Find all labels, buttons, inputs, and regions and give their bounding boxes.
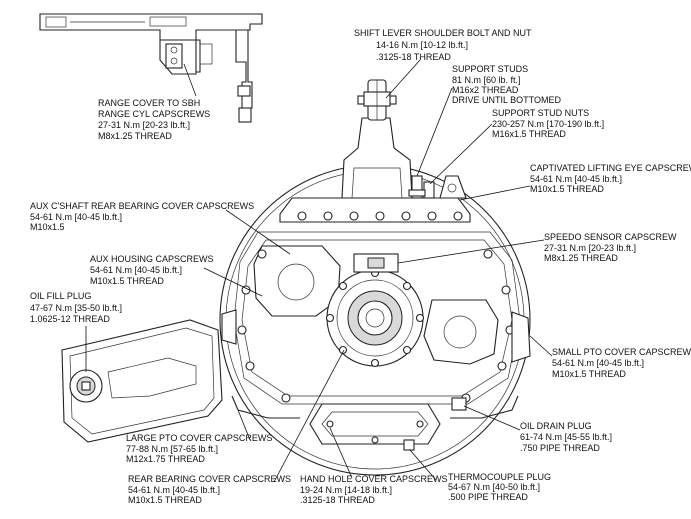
callout-line: 81 N.m [60 lb. ft.] bbox=[452, 75, 521, 85]
callout-speedo-sensor: SPEEDO SENSOR CAPSCREW 27-31 N.m [20-23 … bbox=[544, 232, 677, 263]
callout-line: 47-67 N.m [35-50 lb.ft.] bbox=[30, 303, 122, 313]
transmission-housing bbox=[219, 79, 531, 476]
callout-line: M10x1.5 THREAD bbox=[552, 369, 626, 379]
callout-line: 54-61 N.m [40-45 lb.ft.] bbox=[90, 265, 182, 275]
callout-line: RANGE CYL CAPSCREWS bbox=[98, 109, 210, 119]
callout-line: THERMOCOUPLE PLUG bbox=[448, 472, 551, 482]
callout-line: M10x1.5 THREAD bbox=[90, 276, 164, 286]
callout-line: RANGE COVER TO SBH bbox=[98, 98, 200, 108]
callout-aux-housing: AUX HOUSING CAPSCREWS 54-61 N.m [40-45 l… bbox=[90, 254, 214, 286]
callout-line: .3125-18 THREAD bbox=[300, 495, 375, 505]
callout-line: 54-61 N.m [40-45 lb.ft.] bbox=[128, 485, 220, 495]
callout-line: DRIVE UNTIL BOTTOMED bbox=[452, 95, 562, 105]
callout-line: 14-16 N.m [10-12 lb.ft.] bbox=[376, 40, 468, 50]
callout-line: .750 PIPE THREAD bbox=[520, 443, 600, 453]
callout-small-pto: SMALL PTO COVER CAPSCREWS 54-61 N.m [40-… bbox=[552, 347, 691, 379]
callout-line: M8x1.25 THREAD bbox=[98, 131, 172, 141]
callout-support-stud-nuts: SUPPORT STUD NUTS 230-257 N.m [170-190 l… bbox=[492, 108, 604, 139]
callout-line: 54-67 N.m [40-50 lb.ft.] bbox=[448, 482, 540, 492]
callout-line: M16x2 THREAD bbox=[452, 85, 519, 95]
callout-line: 1.0625-12 THREAD bbox=[30, 314, 110, 324]
callout-lifting-eye: CAPTIVATED LIFTING EYE CAPSCREWS 54-61 N… bbox=[530, 163, 691, 194]
oil-fill-inset bbox=[61, 319, 223, 443]
callout-range-cover: RANGE COVER TO SBH RANGE CYL CAPSCREWS 2… bbox=[98, 98, 210, 141]
callout-line: SHIFT LEVER SHOULDER BOLT AND NUT bbox=[354, 28, 532, 38]
callout-large-pto: LARGE PTO COVER CAPSCREWS 77-88 N.m [57-… bbox=[126, 433, 272, 464]
callout-line: CAPTIVATED LIFTING EYE CAPSCREWS bbox=[530, 163, 691, 173]
callout-line: AUX C'SHAFT REAR BEARING COVER CAPSCREWS bbox=[30, 201, 254, 211]
callout-line: M10x1.5 THREAD bbox=[128, 495, 202, 505]
callout-line: SUPPORT STUDS bbox=[452, 64, 528, 74]
callout-line: M8x1.25 THREAD bbox=[544, 253, 618, 263]
callout-line: M16x1.5 THREAD bbox=[492, 129, 566, 139]
callout-oil-fill: OIL FILL PLUG 47-67 N.m [35-50 lb.ft.] 1… bbox=[30, 291, 122, 324]
callout-line: OIL FILL PLUG bbox=[30, 291, 91, 301]
callout-line: M10x1.5 THREAD bbox=[530, 184, 604, 194]
callout-line: LARGE PTO COVER CAPSCREWS bbox=[126, 433, 272, 443]
callout-line: 54-61 N.m [40-45 lb.ft.] bbox=[552, 358, 644, 368]
callout-line: REAR BEARING COVER CAPSCREWS bbox=[128, 474, 291, 484]
callout-line: .3125-18 THREAD bbox=[376, 52, 451, 62]
callout-oil-drain: OIL DRAIN PLUG 61-74 N.m [45-55 lb.ft.] … bbox=[520, 421, 612, 453]
callout-line: OIL DRAIN PLUG bbox=[520, 421, 592, 431]
callout-line: SMALL PTO COVER CAPSCREWS bbox=[552, 347, 691, 357]
callout-shift-lever: SHIFT LEVER SHOULDER BOLT AND NUT 14-16 … bbox=[354, 28, 532, 62]
leader-lines bbox=[85, 59, 553, 483]
callout-line: 230-257 N.m [170-190 lb.ft.] bbox=[492, 119, 604, 129]
callout-aux-cshaft: AUX C'SHAFT REAR BEARING COVER CAPSCREWS… bbox=[30, 201, 254, 232]
callout-line: 27-31 N.m [20-23 lb.ft.] bbox=[98, 120, 190, 130]
callout-line: M12x1.75 THREAD bbox=[126, 454, 205, 464]
callout-line: SUPPORT STUD NUTS bbox=[492, 108, 589, 118]
callout-line: SPEEDO SENSOR CAPSCREW bbox=[544, 232, 677, 242]
callout-line: 77-88 N.m [57-65 lb.ft.] bbox=[126, 444, 218, 454]
callout-rear-bearing: REAR BEARING COVER CAPSCREWS 54-61 N.m [… bbox=[128, 474, 291, 505]
callout-line: 61-74 N.m [45-55 lb.ft.] bbox=[520, 432, 612, 442]
callout-line: M10x1.5 bbox=[30, 222, 65, 232]
callout-line: .500 PIPE THREAD bbox=[448, 492, 528, 502]
callout-support-studs: SUPPORT STUDS 81 N.m [60 lb. ft.] M16x2 … bbox=[452, 64, 562, 105]
callout-hand-hole: HAND HOLE COVER CAPSCREWS 19-24 N.m [14-… bbox=[300, 474, 448, 505]
callout-thermocouple: THERMOCOUPLE PLUG 54-67 N.m [40-50 lb.ft… bbox=[448, 472, 551, 502]
callout-line: HAND HOLE COVER CAPSCREWS bbox=[300, 474, 448, 484]
callout-line: 54-61 N.m [40-45 lb.ft.] bbox=[30, 212, 122, 222]
callout-line: 19-24 N.m [14-18 lb.ft.] bbox=[300, 485, 392, 495]
callout-line: AUX HOUSING CAPSCREWS bbox=[90, 254, 214, 264]
callout-line: 27-31 N.m [20-23 lb.ft.] bbox=[544, 243, 636, 253]
range-cover-inset bbox=[39, 13, 263, 123]
callout-line: 54-61 N.m [40-45 lb.ft.] bbox=[530, 174, 622, 184]
